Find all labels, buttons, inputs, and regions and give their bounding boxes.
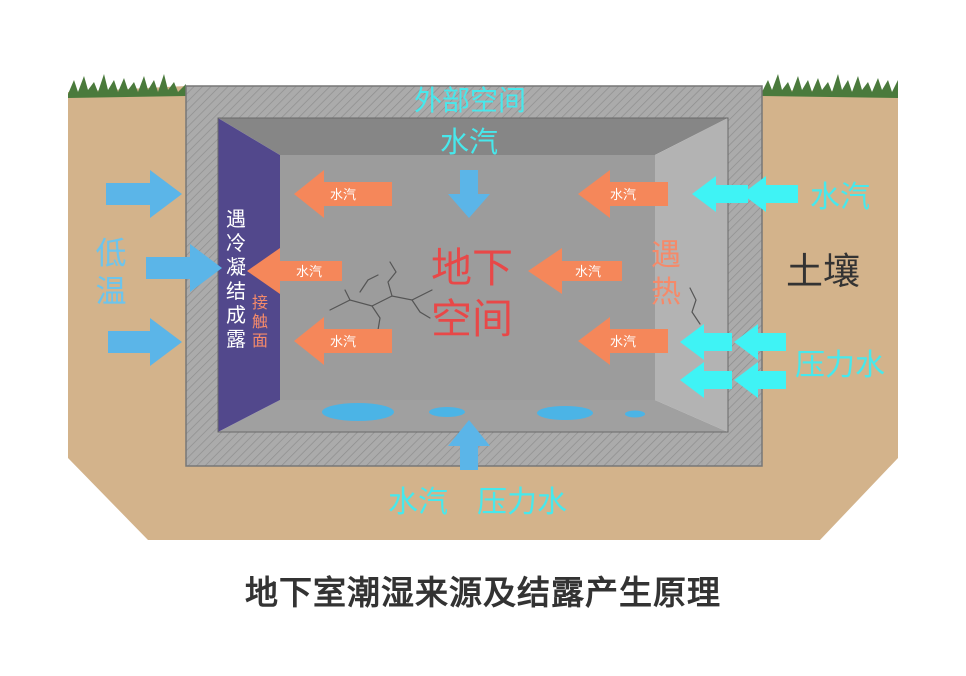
soil-label: 土壤 [786,250,860,293]
contact-char-3: 面 [252,331,268,350]
cold-wall [218,118,280,432]
condense-label: 遇 冷 凝 结 成 露 [226,207,246,351]
orange-arrow-label-3: 水汽 [296,265,322,280]
blue-arrows-left [106,170,222,366]
grass-left [68,74,186,98]
condense-char-6: 露 [226,327,246,351]
orange-arrow-3 [247,248,342,294]
orange-arrow-label-1: 水汽 [330,188,356,203]
condense-char-3: 凝 [226,255,246,279]
orange-arrow-label-6: 水汽 [610,335,636,350]
orange-arrow-2 [578,170,668,218]
orange-arrow-4 [528,248,622,294]
vapor-top-label: 水汽 [440,125,498,159]
low-temp-label-2: 温 [96,274,127,310]
condense-char-5: 成 [226,303,246,327]
low-temp-label-1: 低 [96,236,127,272]
vapor-bottom-label: 水汽 [388,485,448,520]
grass-right [762,74,898,98]
cyan-arrow-1 [692,176,748,212]
cyan-arrow-5 [680,362,732,398]
cyan-arrow-2 [742,176,798,212]
orange-arrow-6 [578,317,668,365]
outer-space-label: 外部空间 [414,84,526,117]
condense-char-2: 冷 [226,231,246,255]
orange-arrow-label-2: 水汽 [610,188,636,203]
orange-arrow-label-5: 水汽 [330,335,356,350]
soil-area [68,86,898,540]
cyan-arrow-6 [734,362,786,398]
heat-label-2: 热 [651,275,681,310]
diagram-caption: 地下室潮湿来源及结露产生原理 [245,573,721,612]
pressure-water-bottom-label: 压力水 [477,485,567,520]
blue-arrow-3 [108,318,182,366]
pressure-water-right-label: 压力水 [795,348,885,383]
underground-space-label-2: 空间 [431,295,513,343]
vapor-arrow-bottom [448,420,490,470]
water-puddles [322,403,645,421]
condense-char-4: 结 [226,279,246,303]
orange-arrows [247,170,668,365]
orange-arrow-label-4: 水汽 [575,265,601,280]
underground-space-label-1: 地下 [431,244,513,292]
contact-char-2: 触 [252,312,268,331]
orange-arrow-5 [294,317,392,365]
contact-surface-label: 接 触 面 [252,293,268,350]
cyan-arrows-right [680,176,798,398]
contact-char-1: 接 [252,293,268,312]
wall-cracks [329,261,701,331]
cyan-arrow-4 [734,324,786,360]
vapor-arrow-top [448,170,490,218]
orange-arrow-1 [294,170,392,218]
blue-arrow-2 [146,244,222,292]
condense-char-1: 遇 [226,207,246,231]
blue-arrow-1 [106,170,182,218]
heat-label-1: 遇 [651,238,681,273]
cyan-arrow-3 [680,324,732,360]
room-ceiling [218,118,728,155]
vapor-right-label: 水汽 [810,180,870,215]
